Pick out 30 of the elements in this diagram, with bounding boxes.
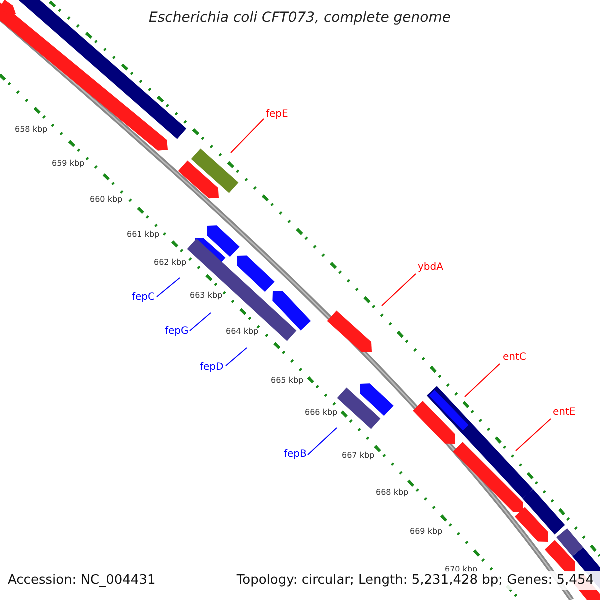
tick-label: 665 kbp <box>271 377 304 385</box>
tick-label: 661 kbp <box>127 231 160 239</box>
gene-label: fepE <box>266 110 288 120</box>
tick-label: 666 kbp <box>305 409 338 417</box>
tick-label: 668 kbp <box>376 489 409 497</box>
tick-label: 670 kbp <box>445 566 478 574</box>
leader-line <box>226 348 248 366</box>
tick-label: 660 kbp <box>90 196 123 204</box>
leader-line <box>156 278 180 298</box>
gene-label: ybdA <box>418 263 444 273</box>
tick-label: 662 kbp <box>154 259 187 267</box>
tick-label: 667 kbp <box>342 452 375 460</box>
gene-label: fepD <box>200 363 224 373</box>
tick-label: 669 kbp <box>410 528 443 536</box>
gene-label: entE <box>553 408 576 418</box>
leader-line <box>230 118 264 154</box>
gene-label: fepC <box>132 293 156 303</box>
leader-line <box>190 312 212 332</box>
leader-line <box>308 428 338 456</box>
leader-line <box>382 274 416 306</box>
tick-label: 659 kbp <box>52 160 85 168</box>
map-title: Escherichia coli CFT073, complete genome <box>148 11 452 25</box>
leader-line <box>464 364 500 398</box>
tick-label: 664 kbp <box>226 328 259 336</box>
gene-label: fepB <box>284 450 307 460</box>
tick-label: 658 kbp <box>15 126 48 134</box>
tick-label: 663 kbp <box>190 292 223 300</box>
gene-label: fepG <box>165 327 189 337</box>
gene-label: entC <box>503 353 526 363</box>
leader-line <box>516 418 552 452</box>
